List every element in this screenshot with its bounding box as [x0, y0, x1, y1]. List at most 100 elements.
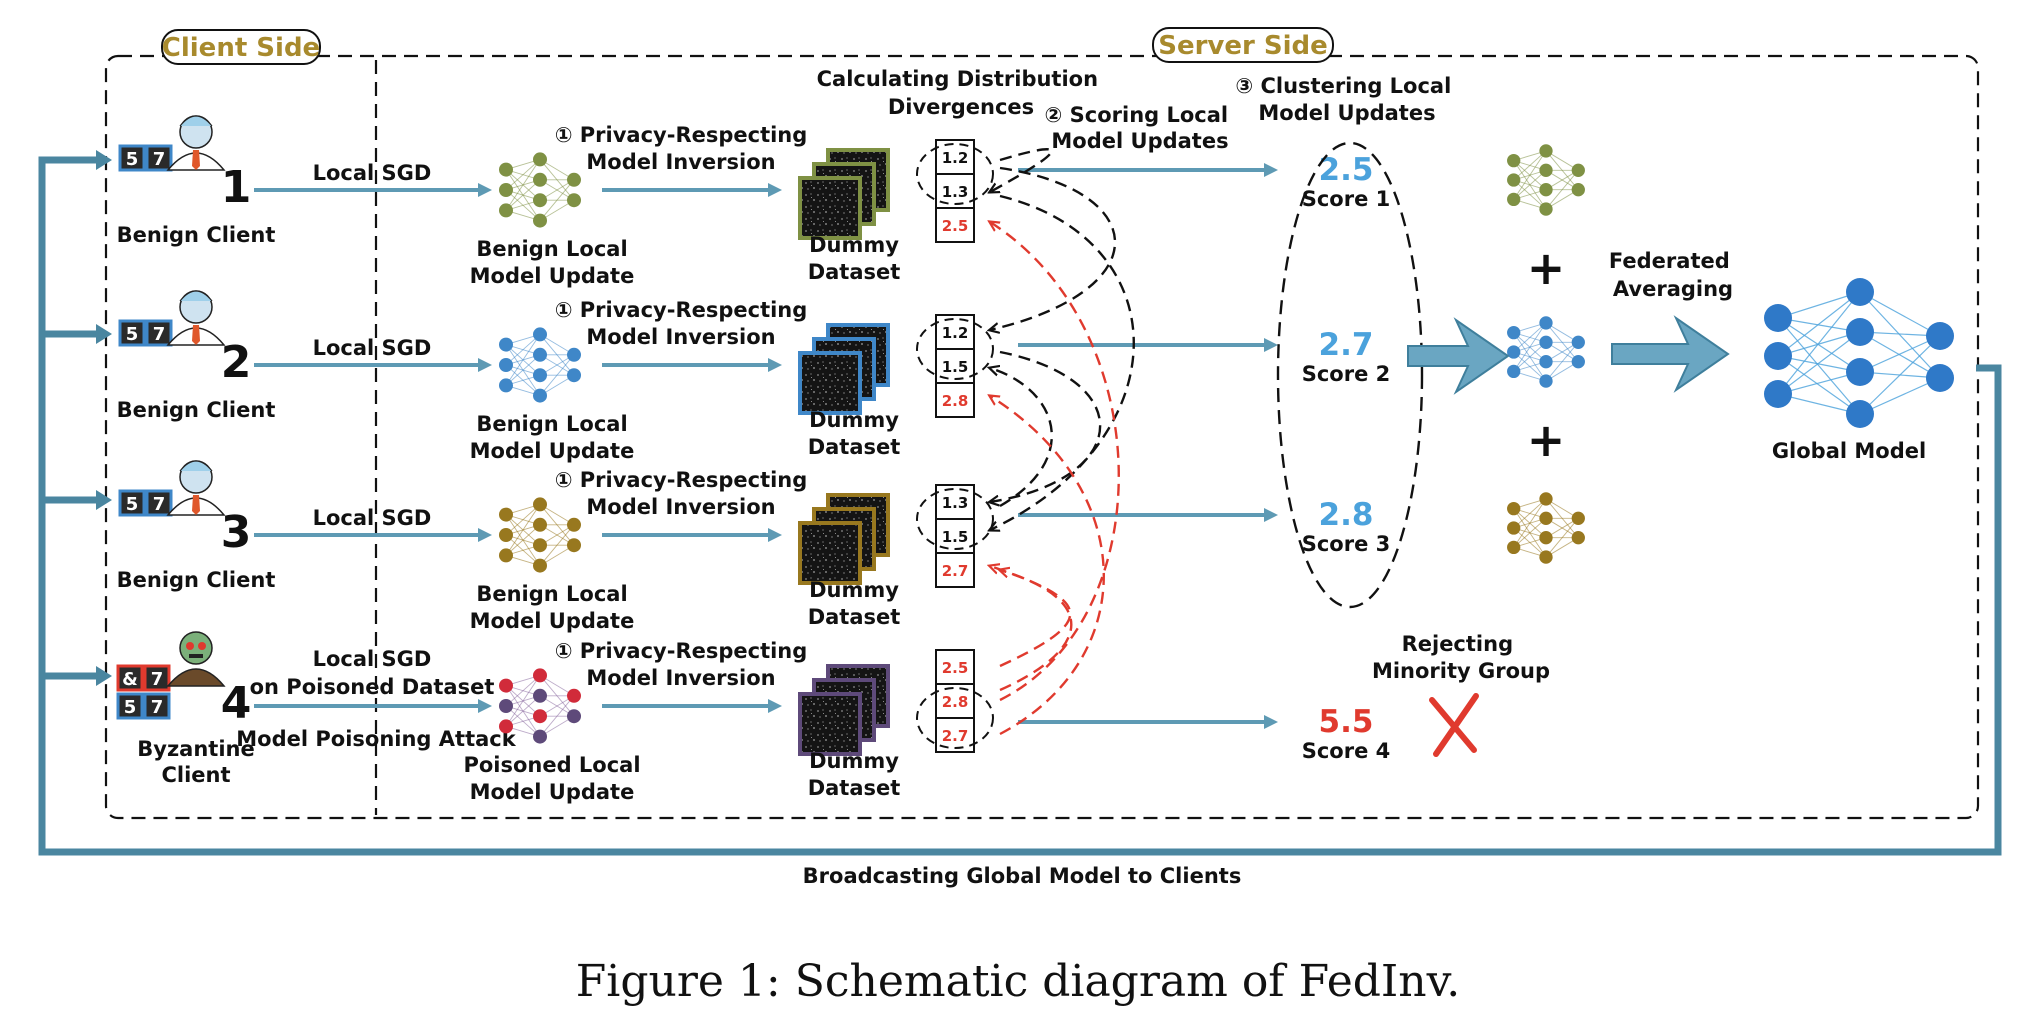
- cluster-model-3-icon: [1507, 492, 1585, 564]
- client-number: 1: [221, 162, 252, 213]
- arc-red-1: [990, 222, 1120, 702]
- divergence-cells: 1.21.52.8: [916, 314, 994, 418]
- arc-red-3: [990, 566, 1072, 668]
- arc-red-4: [1000, 570, 1073, 692]
- divergence-value: 2.7: [942, 727, 969, 745]
- reject-cross-icon: [1429, 693, 1479, 757]
- cluster-model-1-icon: [1507, 144, 1585, 216]
- client-label: Benign Client: [117, 568, 276, 592]
- scoring-header: ② Scoring Local Model Updates: [1045, 103, 1236, 153]
- dummy-dataset-icon: [798, 664, 890, 756]
- benign-client-icon: [166, 460, 226, 516]
- divergence-value: 1.3: [942, 494, 969, 512]
- broadcast-label: Broadcasting Global Model to Clients: [803, 864, 1242, 888]
- client-label: Benign Client: [117, 398, 276, 422]
- dummy-dataset-icon: [798, 323, 890, 415]
- inversion-arrow-head: [768, 358, 782, 372]
- score-label: Score 2: [1302, 362, 1391, 386]
- client-side-label: Client Side: [162, 33, 320, 63]
- digit-card-right: 7: [145, 489, 173, 517]
- poisoned-model-icon: [499, 668, 581, 744]
- cluster-model-2-icon: [1507, 316, 1585, 388]
- attack-label: Model Poisoning Attack: [236, 727, 516, 751]
- digit-card-right: 7: [145, 144, 173, 172]
- to-aggregation-arrow: [1407, 317, 1510, 395]
- server-side-label: Server Side: [1158, 31, 1328, 61]
- digit-card-right-top: 7: [143, 664, 171, 692]
- score-value: 5.5: [1319, 704, 1374, 740]
- svg-text:5: 5: [126, 149, 139, 170]
- divergence-value: 2.8: [942, 392, 969, 410]
- svg-text:&: &: [122, 669, 138, 690]
- divergence-value: 2.7: [942, 562, 969, 580]
- local-model-icon: [499, 152, 581, 228]
- local-sgd-label: Local SGD: [313, 336, 432, 360]
- divergence-arcs: [990, 148, 1135, 736]
- dummy-dataset-icon: [798, 493, 890, 585]
- dummy-dataset-icon: [798, 148, 890, 240]
- divergence-value: 1.5: [942, 528, 969, 546]
- local-model-icon: [499, 327, 581, 403]
- digit-card-left: 5: [118, 144, 146, 172]
- cluster-ellipse: [1276, 141, 1424, 609]
- divergence-value: 1.3: [942, 183, 969, 201]
- broadcast-arrowheads: [96, 150, 112, 686]
- divergence-group-ellipse: [916, 143, 994, 205]
- scoring-arrow-head: [1264, 715, 1278, 729]
- svg-text:7: 7: [153, 494, 166, 515]
- benign-client-icon: [166, 115, 226, 171]
- benign-client-icon: [166, 290, 226, 346]
- score-value: 2.7: [1319, 327, 1374, 363]
- svg-text:7: 7: [151, 697, 164, 718]
- digit-card-left: 5: [118, 489, 146, 517]
- inversion-arrow-head: [768, 699, 782, 713]
- inversion-arrow-head: [768, 183, 782, 197]
- svg-text:5: 5: [126, 324, 139, 345]
- figure-caption: Figure 1: Schematic diagram of FedInv.: [576, 956, 1461, 1007]
- divergence-value: 1.2: [942, 324, 969, 342]
- score-label: Score 1: [1302, 187, 1391, 211]
- divergence-group-ellipse: [916, 318, 994, 380]
- global-model-label: Global Model: [1772, 439, 1926, 463]
- svg-text:5: 5: [126, 494, 139, 515]
- divergence-group-ellipse: [916, 488, 994, 550]
- fedavg-arrow: [1611, 315, 1730, 393]
- svg-text:7: 7: [153, 149, 166, 170]
- global-model-icon: [1764, 278, 1954, 428]
- arc-black-1: [990, 166, 1116, 330]
- divergence-value: 2.5: [942, 659, 969, 677]
- broadcast-loop-line: [38, 156, 2002, 856]
- scoring-arrow-head: [1264, 163, 1278, 177]
- arc-black-3: [990, 194, 1135, 530]
- plus-sign-2: +: [1527, 413, 1566, 467]
- score-value: 2.5: [1319, 152, 1374, 188]
- clustering-header: ③ Clustering Local Model Updates: [1235, 74, 1458, 125]
- arc-black-4: [990, 148, 1053, 192]
- digit-card-left-bottom: 5: [116, 692, 144, 720]
- divergence-value: 2.5: [942, 217, 969, 235]
- score-label: Score 4: [1302, 739, 1391, 763]
- arc-black-5: [990, 368, 1053, 508]
- divergence-cells: 1.2 1.3 2.5: [916, 139, 994, 243]
- divergence-cells: 2.52.82.7: [916, 649, 994, 753]
- arc-black-2: [990, 350, 1102, 502]
- plus-sign-1: +: [1527, 241, 1566, 295]
- divergence-value: 1.2: [942, 149, 969, 167]
- divergence-group-ellipse: [916, 687, 994, 749]
- digit-card-left: 5: [118, 319, 146, 347]
- reject-label: Rejecting Minority Group: [1372, 632, 1550, 683]
